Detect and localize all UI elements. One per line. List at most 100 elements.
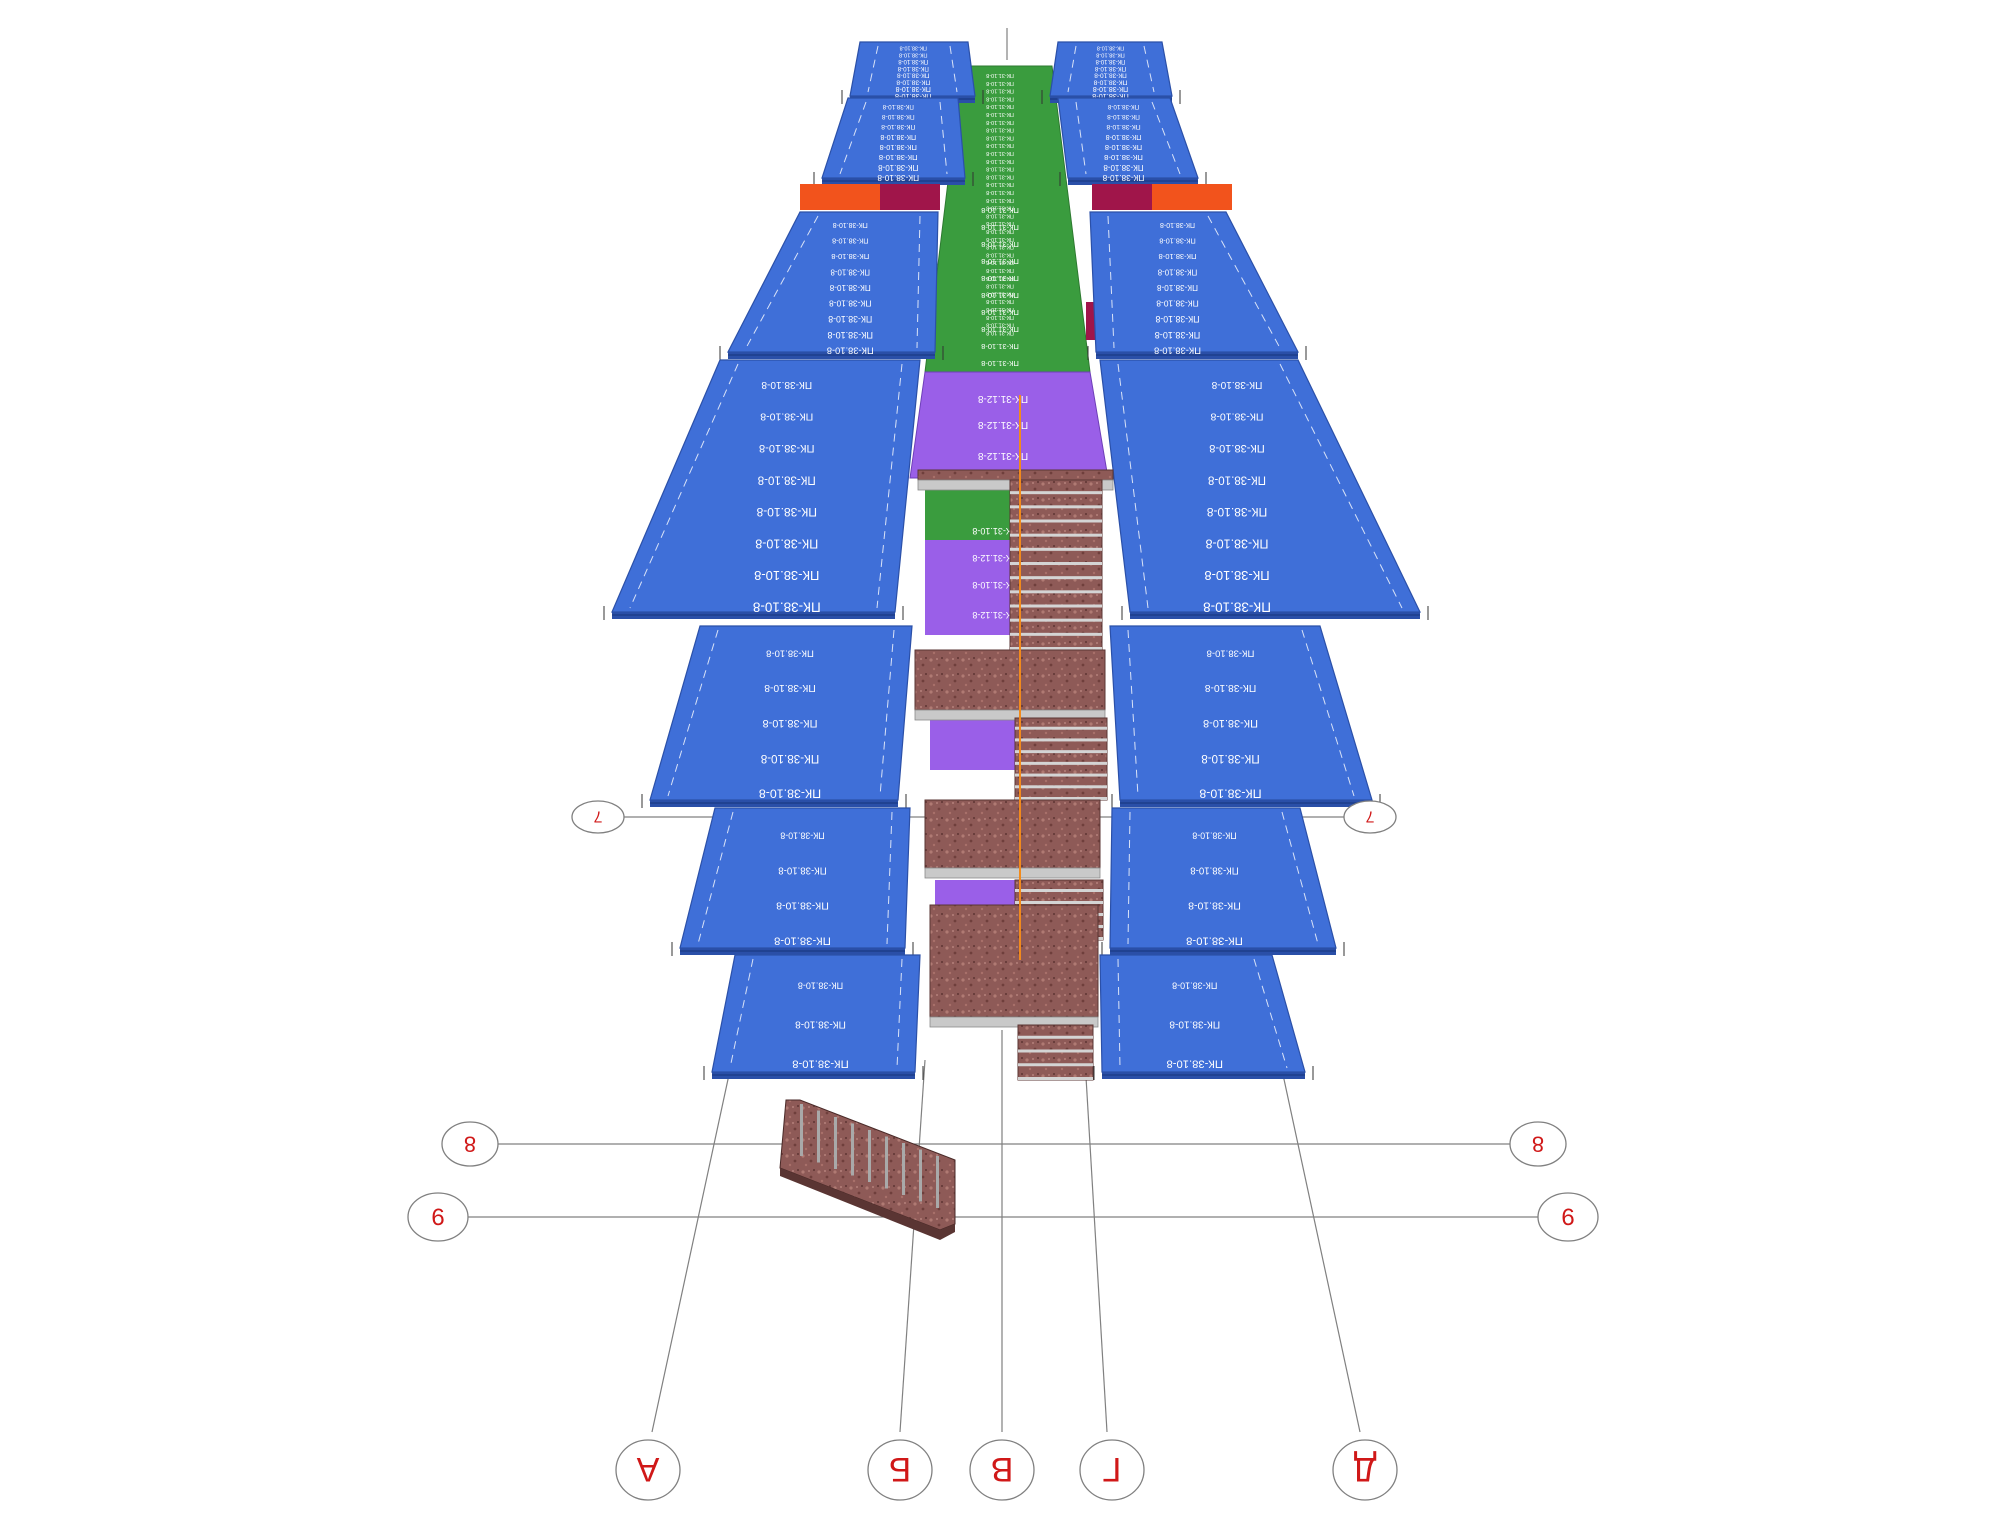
axis-label: 7 bbox=[1365, 807, 1374, 824]
axis-marker: 8 bbox=[1509, 1121, 1567, 1167]
slab-label: ПК-31.10-8 bbox=[986, 95, 1014, 101]
axis-label: В bbox=[991, 1450, 1014, 1488]
slab-label: ПК-31.10-8 bbox=[972, 526, 1017, 536]
slab-label: ПК-38.10-8 bbox=[1103, 163, 1144, 172]
slab-label: ПК-31.10-8 bbox=[981, 359, 1019, 368]
slab-label: ПК-38.10-8 bbox=[882, 113, 915, 120]
slab-label: ПК-38.10-8 bbox=[899, 51, 928, 57]
slab-label: ПК-38.10-8 bbox=[1155, 314, 1199, 324]
slab-label: ПК-38.10-8 bbox=[1093, 85, 1128, 92]
slab-label: ПК-38.10-8 bbox=[763, 717, 818, 729]
slab-label: ПК-38.10-8 bbox=[1156, 299, 1199, 309]
maroon-block bbox=[1092, 184, 1152, 210]
slab-label: ПК-31.10-8 bbox=[986, 306, 1014, 312]
slab-label: ПК-38.10-8 bbox=[897, 65, 929, 72]
slab-label: ПК-38.10-8 bbox=[832, 236, 868, 245]
slab-label: ПК-38.10-8 bbox=[761, 752, 820, 765]
slab-label: ПК-38.10-8 bbox=[755, 537, 818, 551]
slab-label: ПК-38.10-8 bbox=[1203, 717, 1258, 729]
slab-label: ПК-38.10-8 bbox=[1093, 78, 1127, 85]
slab-label: ПК-31.12-8 bbox=[977, 419, 1028, 430]
slab-label: ПК-38.10-8 bbox=[795, 1018, 846, 1029]
slab-label: ПК-38.10-8 bbox=[880, 143, 917, 152]
slab-label: ПК-38.10-8 bbox=[1107, 103, 1139, 110]
slab-label: ПК-38.10-8 bbox=[766, 647, 814, 658]
purple-landing-small bbox=[930, 715, 1020, 770]
slab-label: ПК-38.10-8 bbox=[900, 45, 927, 51]
slab-label: ПК-31.10-8 bbox=[986, 119, 1014, 125]
slab-label: ПК-31.10-8 bbox=[986, 322, 1014, 328]
floor-slab: ПК-38.10-8ПК-38.10-8ПК-38.10-8ПК-38.10-8… bbox=[1109, 625, 1381, 808]
stair-flight bbox=[1014, 717, 1108, 801]
axis-label: А bbox=[636, 1450, 659, 1488]
slab-label: ПК-38.10-8 bbox=[831, 252, 869, 261]
slab-label: ПК-38.10-8 bbox=[898, 58, 929, 64]
slab-label: ПК-31.10-8 bbox=[972, 580, 1017, 590]
stair-landing bbox=[914, 649, 1106, 721]
slab-label: ПК-38.10-8 bbox=[753, 600, 821, 615]
slab-label: ПК-38.10-8 bbox=[1097, 45, 1124, 51]
slab-label: ПК-38.10-8 bbox=[1102, 173, 1144, 183]
orange-block bbox=[800, 184, 880, 210]
slab-label: ПК-31.10-8 bbox=[981, 291, 1019, 300]
slab-label: ПК-31.10-8 bbox=[986, 275, 1014, 281]
slab-label: ПК-38.10-8 bbox=[1096, 51, 1125, 57]
axis-marker: 9 bbox=[407, 1192, 469, 1242]
purple-landing-small bbox=[925, 540, 1015, 635]
slab-label: ПК-38.10-8 bbox=[1155, 330, 1200, 340]
slab-label: ПК-38.10-8 bbox=[1157, 283, 1198, 292]
axis-marker: 7 bbox=[571, 800, 625, 834]
slab-label: ПК-38.10-8 bbox=[829, 299, 872, 309]
axis-marker: В bbox=[969, 1439, 1035, 1501]
slab-label: ПК-31.10-8 bbox=[986, 244, 1014, 250]
slab-label: ПК-31.12-8 bbox=[977, 393, 1028, 404]
stair-flights bbox=[779, 395, 1114, 1240]
slab-label: ПК-38.10-8 bbox=[829, 283, 870, 292]
slab-label: ПК-31.10-8 bbox=[986, 173, 1014, 179]
slab-label: ПК-38.10-8 bbox=[1167, 1057, 1223, 1069]
maroon-block bbox=[880, 184, 940, 210]
slab-label: ПК-38.10-8 bbox=[1092, 92, 1129, 101]
stair-landing bbox=[929, 904, 1099, 1028]
slab-label: ПК-31.10-8 bbox=[986, 283, 1014, 289]
slab-label: ПК-38.10-8 bbox=[1211, 379, 1262, 390]
slab-label: ПК-31.10-8 bbox=[986, 290, 1014, 296]
slab-label: ПК-38.10-8 bbox=[798, 980, 843, 990]
slab-label: ПК-31.10-8 bbox=[986, 158, 1014, 164]
axis-label: Б bbox=[889, 1450, 911, 1488]
axis-marker: А bbox=[615, 1439, 681, 1501]
slab-label: ПК-38.10-8 bbox=[897, 72, 930, 79]
maroon-block bbox=[1086, 302, 1096, 340]
floor-slab: ПК-38.10-8ПК-38.10-8ПК-38.10-8ПК-38.10-8 bbox=[1101, 807, 1345, 956]
axis-marker: 8 bbox=[441, 1121, 499, 1167]
axis-marker: Б bbox=[867, 1439, 933, 1501]
slab-label: ПК-31.10-8 bbox=[986, 80, 1014, 86]
axis-marker: Г bbox=[1079, 1439, 1145, 1501]
slab-label: ПК-38.10-8 bbox=[1154, 345, 1201, 355]
slab-label: ПК-38.10-8 bbox=[877, 173, 919, 183]
slab-label: ПК-38.10-8 bbox=[1206, 505, 1267, 519]
slab-label: ПК-31.10-8 bbox=[986, 205, 1014, 211]
slab-label: ПК-38.10-8 bbox=[759, 787, 821, 801]
slab-label: ПК-38.10-8 bbox=[878, 163, 919, 172]
green-landing-small bbox=[925, 488, 1015, 540]
slab-label: ПК-31.10-8 bbox=[986, 236, 1014, 242]
slab-label: ПК-38.10-8 bbox=[1104, 153, 1143, 162]
slab-label: ПК-38.10-8 bbox=[1188, 900, 1241, 911]
slab-label: ПК-38.10-8 bbox=[828, 314, 872, 324]
slab-label: ПК-38.10-8 bbox=[756, 505, 817, 519]
slab-label: ПК-31.10-8 bbox=[981, 308, 1019, 317]
floor-slab: ПК-38.10-8ПК-38.10-8ПК-38.10-8ПК-38.10-8… bbox=[1057, 97, 1207, 186]
slab-label: ПК-38.10-8 bbox=[1204, 568, 1269, 583]
slab-label: ПК-31.10-8 bbox=[986, 150, 1014, 156]
stair-flight bbox=[1009, 479, 1103, 651]
slab-label: ПК-38.10-8 bbox=[754, 568, 819, 583]
slab-label: ПК-31.10-8 bbox=[986, 298, 1014, 304]
slab-label: ПК-38.10-8 bbox=[760, 411, 813, 423]
slab-label: ПК-31.10-8 bbox=[986, 88, 1014, 94]
slab-label: ПК-31.10-8 bbox=[986, 267, 1014, 273]
slab-label: ПК-31.10-8 bbox=[986, 142, 1014, 148]
slab-label: ПК-31.10-8 bbox=[986, 251, 1014, 257]
slab-label: ПК-38.10-8 bbox=[1159, 236, 1195, 245]
